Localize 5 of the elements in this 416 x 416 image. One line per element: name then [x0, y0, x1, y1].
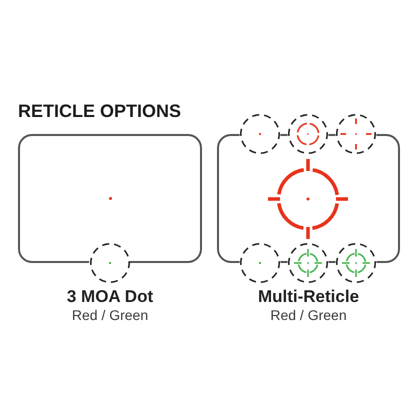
caption-subtitle: Red / Green — [270, 307, 347, 324]
heading: RETICLE OPTIONS — [18, 101, 182, 121]
caption-title: Multi-Reticle — [258, 287, 360, 307]
caption-subtitle: Red / Green — [72, 307, 148, 324]
caption-title: 3 MOA Dot — [66, 287, 154, 307]
